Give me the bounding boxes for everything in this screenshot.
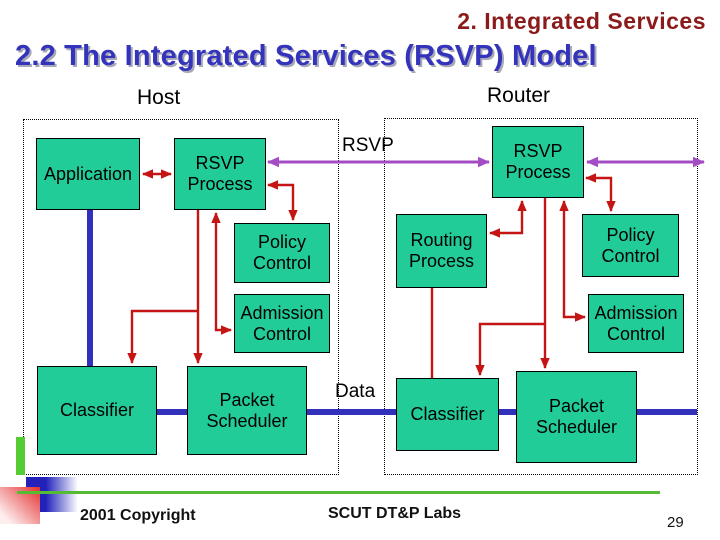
host-admission-control-box: Admission Control bbox=[234, 294, 330, 353]
footer-copyright: 2001 Copyright bbox=[80, 507, 196, 524]
host-boundary bbox=[23, 119, 339, 475]
section-heading: 2. Integrated Services bbox=[457, 8, 706, 34]
router-rsvp-process-box: RSVP Process bbox=[492, 126, 584, 198]
decoration-green-line bbox=[17, 491, 660, 494]
slide-title: 2.2 The Integrated Services (RSVP) Model bbox=[15, 40, 597, 72]
router-label: Router bbox=[487, 84, 551, 107]
host-application-box: Application bbox=[36, 138, 140, 210]
router-policy-control-box: Policy Control bbox=[582, 214, 679, 277]
page-number: 29 bbox=[667, 514, 684, 531]
rsvp-flow-label: RSVP bbox=[342, 135, 394, 156]
host-policy-control-box: Policy Control bbox=[234, 223, 330, 283]
host-label: Host bbox=[137, 86, 181, 109]
router-boundary bbox=[384, 118, 698, 475]
data-flow-label: Data bbox=[335, 381, 376, 402]
router-packet-scheduler-box: Packet Scheduler bbox=[516, 371, 637, 463]
decoration-green-bar bbox=[16, 437, 25, 475]
router-routing-process-box: Routing Process bbox=[396, 214, 487, 288]
router-classifier-box: Classifier bbox=[396, 378, 499, 451]
router-admission-control-box: Admission Control bbox=[588, 294, 684, 353]
host-classifier-box: Classifier bbox=[37, 366, 157, 455]
host-rsvp-process-box: RSVP Process bbox=[174, 138, 266, 210]
footer-lab-name: SCUT DT&P Labs bbox=[328, 505, 462, 522]
host-packet-scheduler-box: Packet Scheduler bbox=[187, 366, 307, 455]
